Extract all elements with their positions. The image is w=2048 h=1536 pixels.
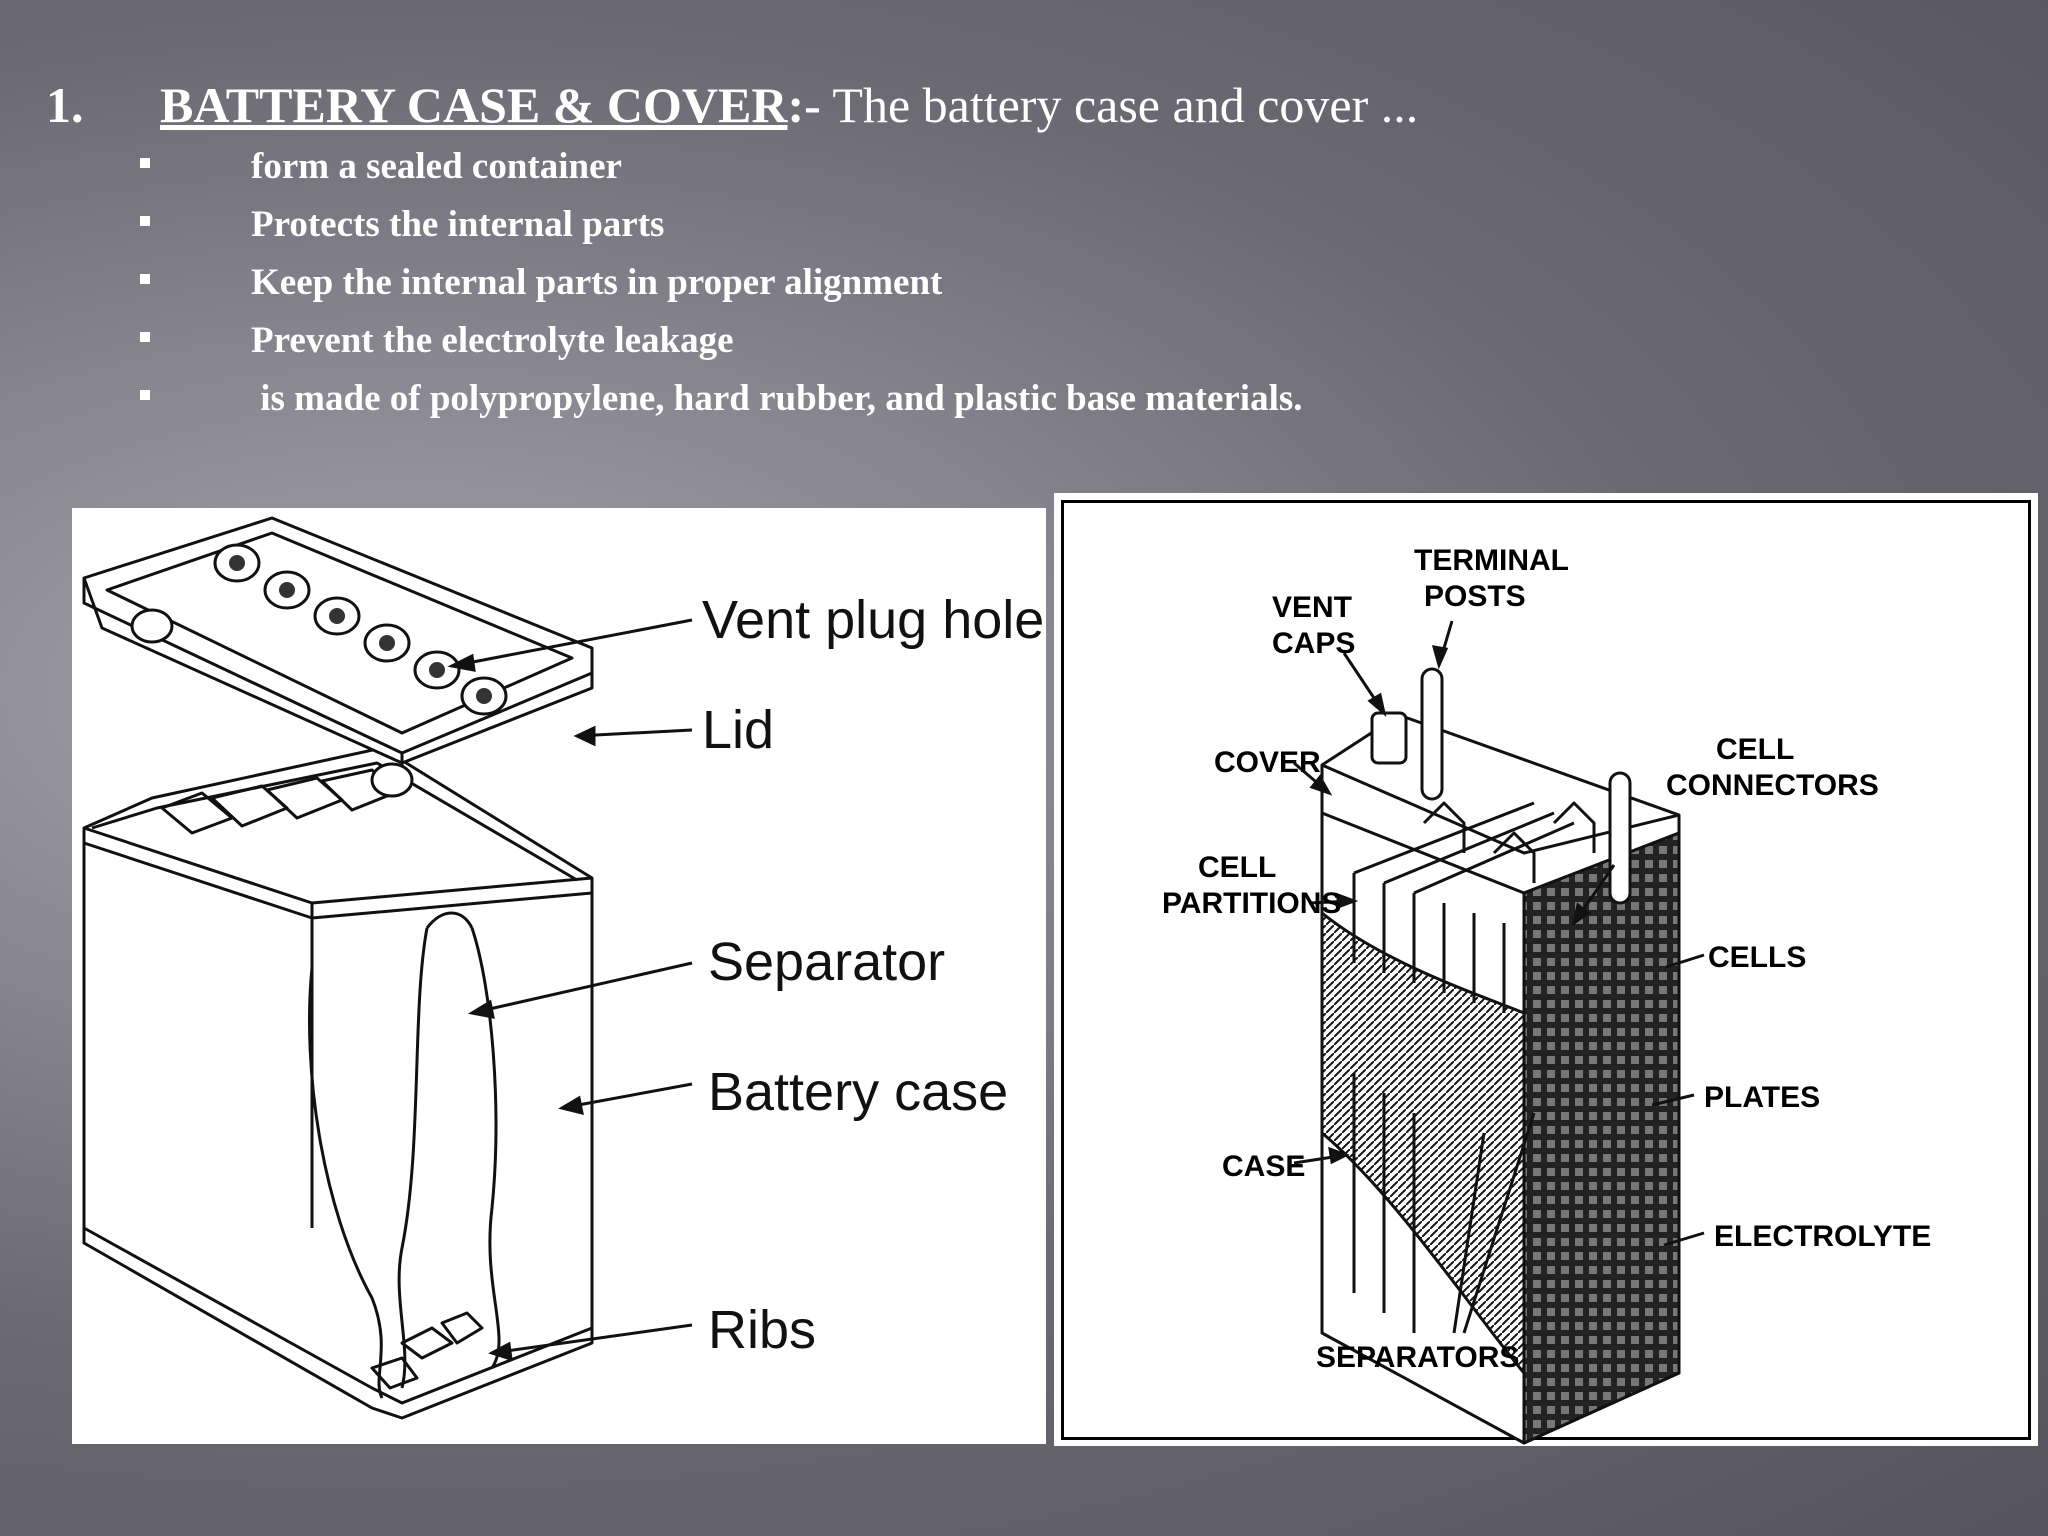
bullet-text: is made of polypropylene, hard rubber, a… xyxy=(251,378,1303,419)
label-separators: SEPARATORS xyxy=(1316,1341,1519,1374)
label-cell-connectors-line1: CELL xyxy=(1716,733,1794,766)
label-electrolyte: ELECTROLYTE xyxy=(1714,1220,1931,1253)
label-ribs: Ribs xyxy=(708,1300,816,1360)
label-cover: COVER xyxy=(1214,746,1321,779)
label-cell-partitions-line2: PARTITIONS xyxy=(1162,887,1341,920)
label-case: CASE xyxy=(1222,1150,1305,1183)
heading-number: 1. xyxy=(46,77,84,133)
bullet-text: Keep the internal parts in proper alignm… xyxy=(251,262,943,303)
label-lid: Lid xyxy=(702,700,774,760)
label-plates: PLATES xyxy=(1704,1081,1820,1114)
label-separator: Separator xyxy=(708,932,945,992)
battery-case-diagram: Vent plug hole Lid Separator Battery cas… xyxy=(72,508,1046,1444)
heading-title: BATTERY CASE & COVER xyxy=(160,77,788,133)
slide-heading: 1. BATTERY CASE & COVER:- The battery cas… xyxy=(46,72,1418,138)
label-cell-partitions-line1: CELL xyxy=(1198,851,1276,884)
square-bullet-icon xyxy=(140,158,150,168)
label-vent-plug-hole: Vent plug hole xyxy=(702,590,1044,650)
label-terminal-posts-line2: POSTS xyxy=(1424,580,1526,613)
label-vent-caps-line1: VENT xyxy=(1272,591,1352,624)
square-bullet-icon xyxy=(140,332,150,342)
bullet-text: form a sealed container xyxy=(251,146,622,187)
label-battery-case: Battery case xyxy=(708,1062,1008,1122)
battery-cutaway-illustration: TERMINAL POSTS VENT CAPS COVER CELL CONN… xyxy=(1162,544,1931,1445)
battery-cutaway-diagram: TERMINAL POSTS VENT CAPS COVER CELL CONN… xyxy=(1054,493,2038,1446)
bullet-text: Prevent the electrolyte leakage xyxy=(251,320,734,361)
bullet-text: Protects the internal parts xyxy=(251,204,665,245)
diagram-frame xyxy=(1061,500,2031,1440)
square-bullet-icon xyxy=(140,390,150,400)
square-bullet-icon xyxy=(140,274,150,284)
battery-case-illustration: Vent plug hole Lid Separator Battery cas… xyxy=(82,516,1044,1420)
label-cells: CELLS xyxy=(1708,941,1806,974)
square-bullet-icon xyxy=(140,216,150,226)
label-cell-connectors-line2: CONNECTORS xyxy=(1666,769,1879,802)
heading-separator: :- xyxy=(787,77,821,133)
heading-text: The battery case and cover ... xyxy=(820,77,1419,133)
label-vent-caps-line2: CAPS xyxy=(1272,627,1355,660)
label-terminal-posts-line1: TERMINAL xyxy=(1414,544,1569,577)
